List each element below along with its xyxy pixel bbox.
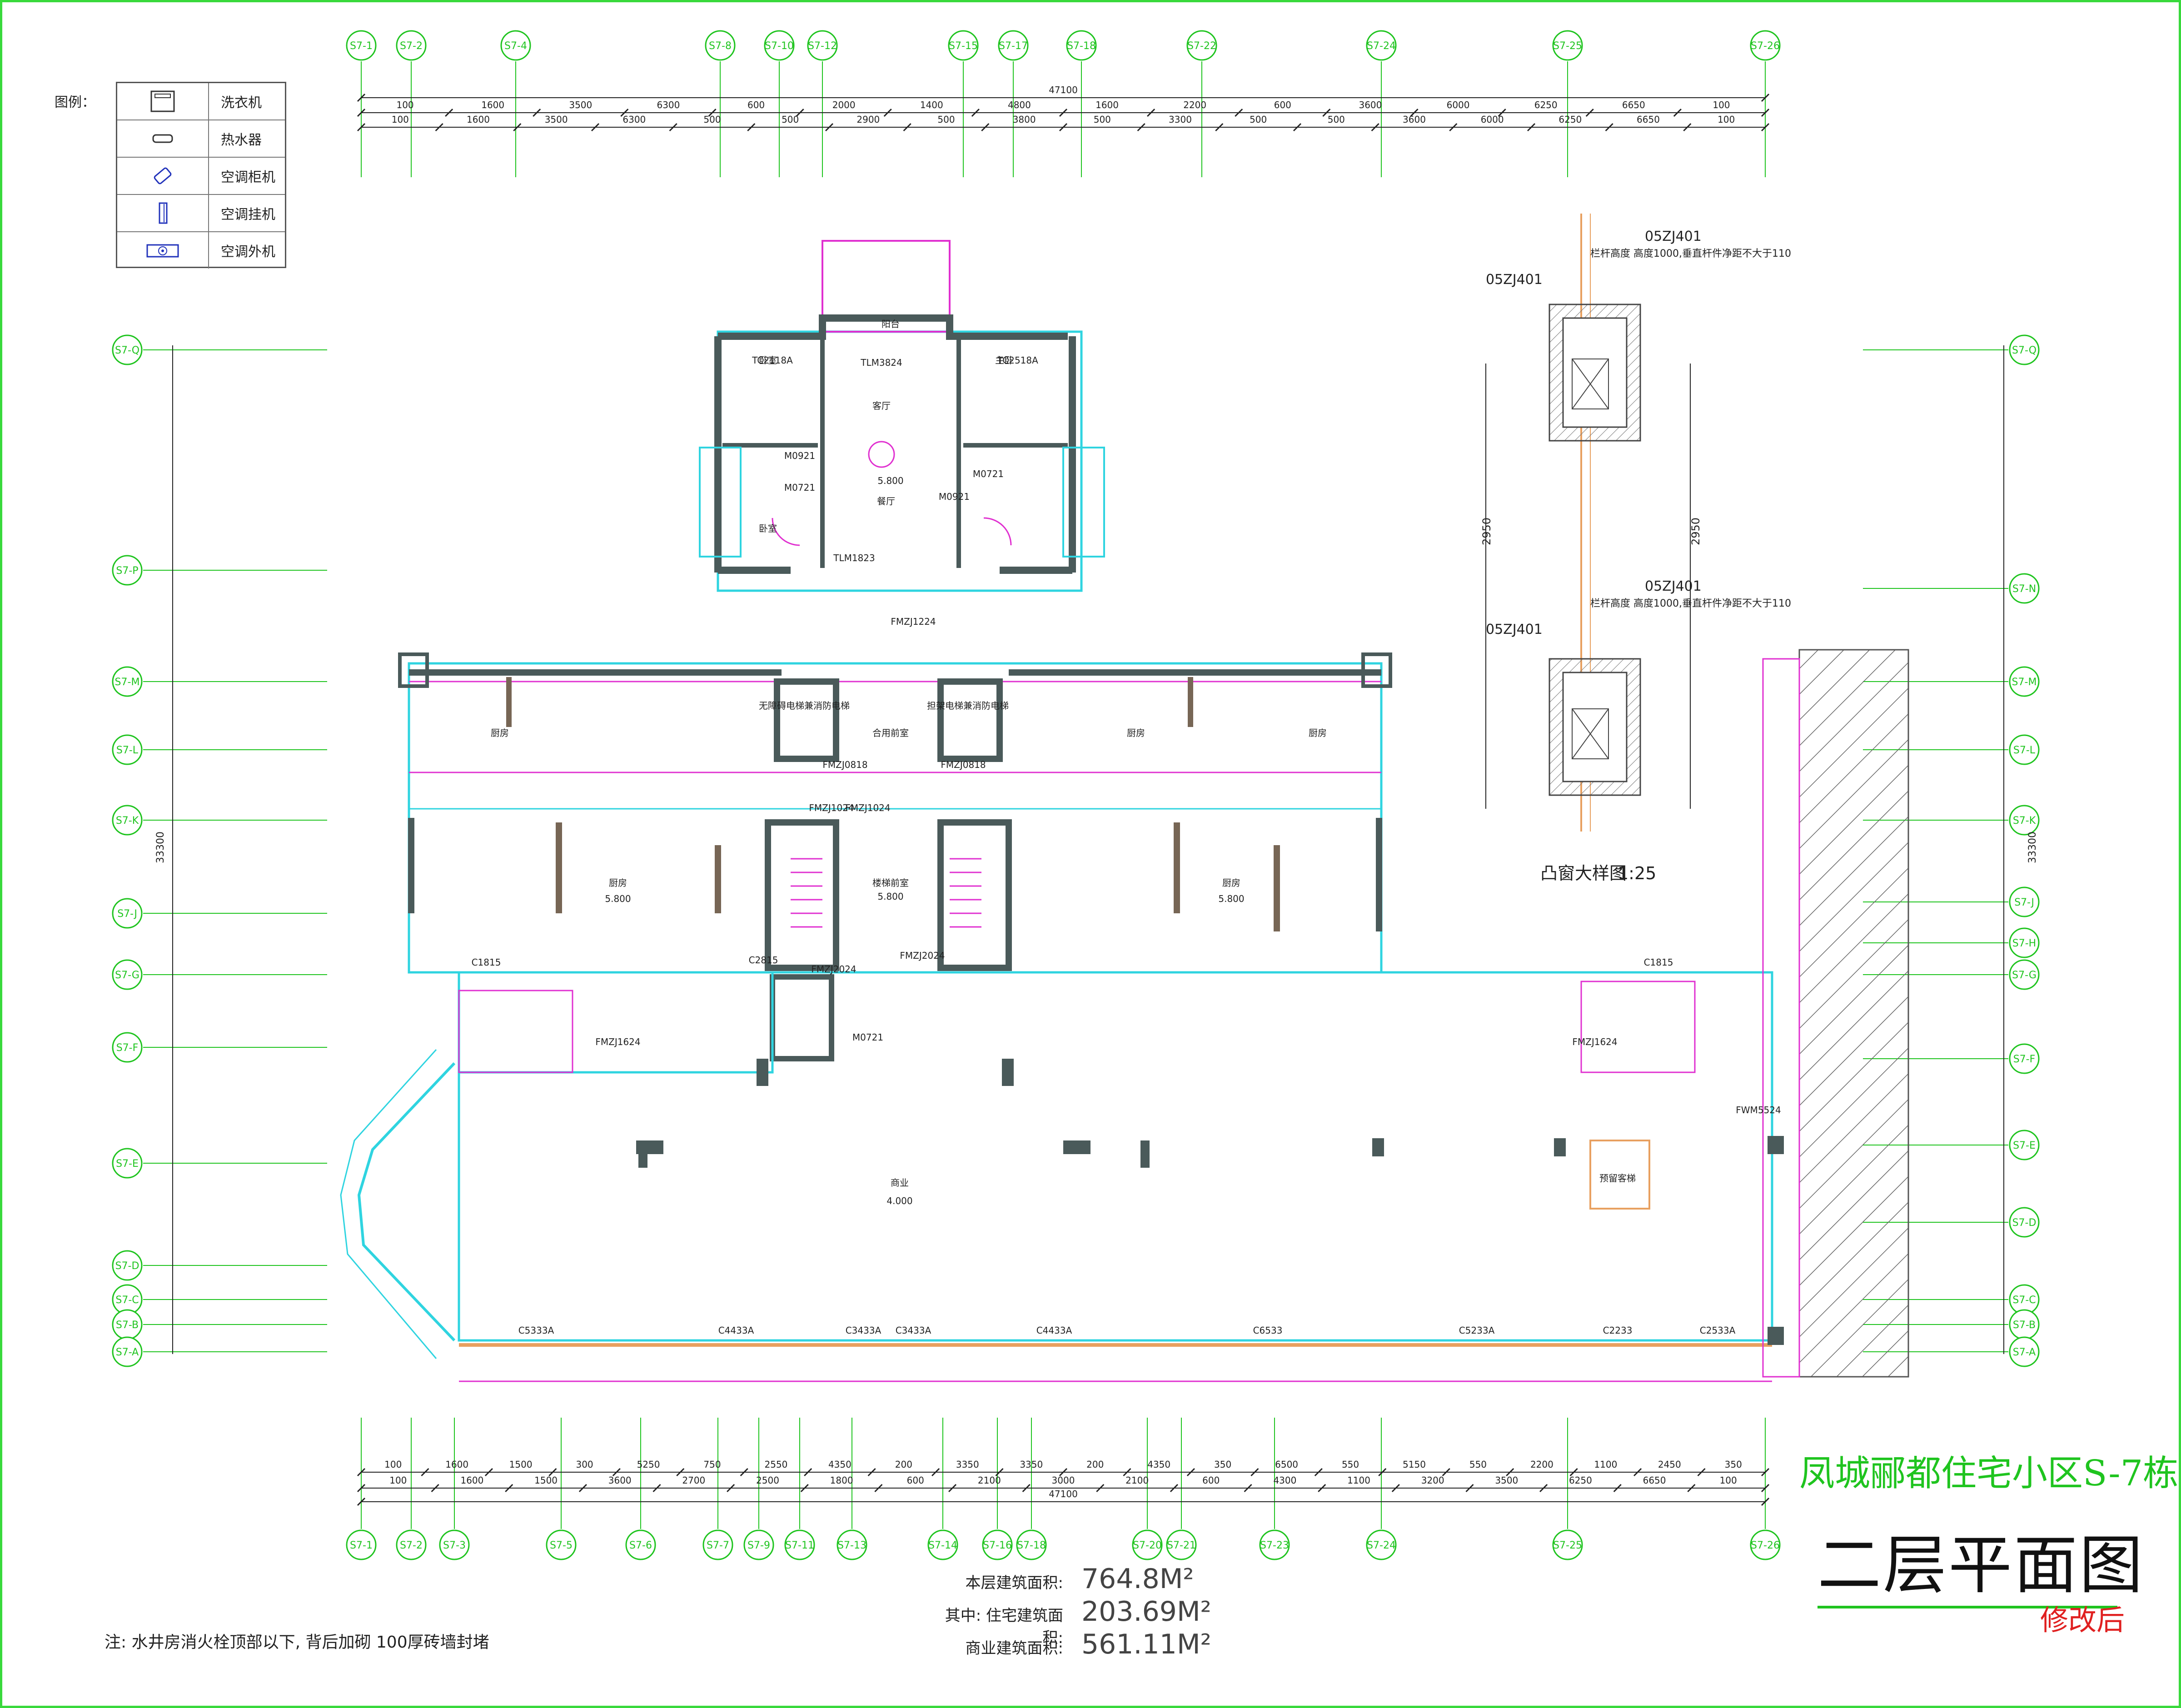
legend-title: 图例： — [55, 95, 95, 110]
outdoor-ac-unit-icon — [146, 244, 179, 258]
legend-label: 空调柜机 — [221, 169, 275, 185]
revision-label: 修改后 — [2040, 1603, 2125, 1637]
legend-label: 空调挂机 — [221, 207, 275, 223]
area-commercial-label: 商业建筑面积: — [965, 1639, 1063, 1658]
construction-note: 注: 水井房消火栓顶部以下, 背后加砌 100厚砖墙封堵 — [105, 1633, 489, 1652]
legend-row: 空调柜机 — [117, 158, 285, 195]
washing-machine-icon — [150, 90, 175, 112]
legend-row: 热水器 — [117, 120, 285, 158]
area-residential-label: 其中: 住宅建筑面积: — [945, 1607, 1063, 1647]
legend-row: 洗衣机 — [117, 83, 285, 120]
area-total-value: 764.8M² — [1081, 1563, 1194, 1595]
legend-label: 空调外机 — [221, 244, 275, 260]
cabinet-ac-icon — [154, 167, 172, 184]
wall-ac-icon — [159, 202, 168, 224]
area-total-label: 本层建筑面积: — [965, 1574, 1063, 1592]
area-residential-value: 203.69M² — [1081, 1596, 1211, 1628]
legend-row: 空调外机 — [117, 232, 285, 269]
area-commercial-value: 561.11M² — [1081, 1628, 1211, 1660]
water-heater-icon — [152, 134, 173, 143]
title-block: 凤城郦都住宅小区S-7栋 二层平面图 — [1799, 1445, 2179, 1608]
project-title: 凤城郦都住宅小区S-7栋 — [1799, 1453, 2179, 1494]
legend-label: 热水器 — [221, 132, 262, 148]
area-summary: 本层建筑面积: 764.8M² 其中: 住宅建筑面积: 203.69M² 商业建筑面… — [927, 1563, 1211, 1661]
legend-row: 空调挂机 — [117, 195, 285, 232]
sheet-title: 二层平面图 — [1818, 1529, 2145, 1603]
title-underline — [1818, 1606, 2117, 1608]
legend-label: 洗衣机 — [221, 95, 262, 111]
legend-table: 洗衣机 热水器 空调柜机 空调挂机 空调外机 — [116, 82, 286, 269]
